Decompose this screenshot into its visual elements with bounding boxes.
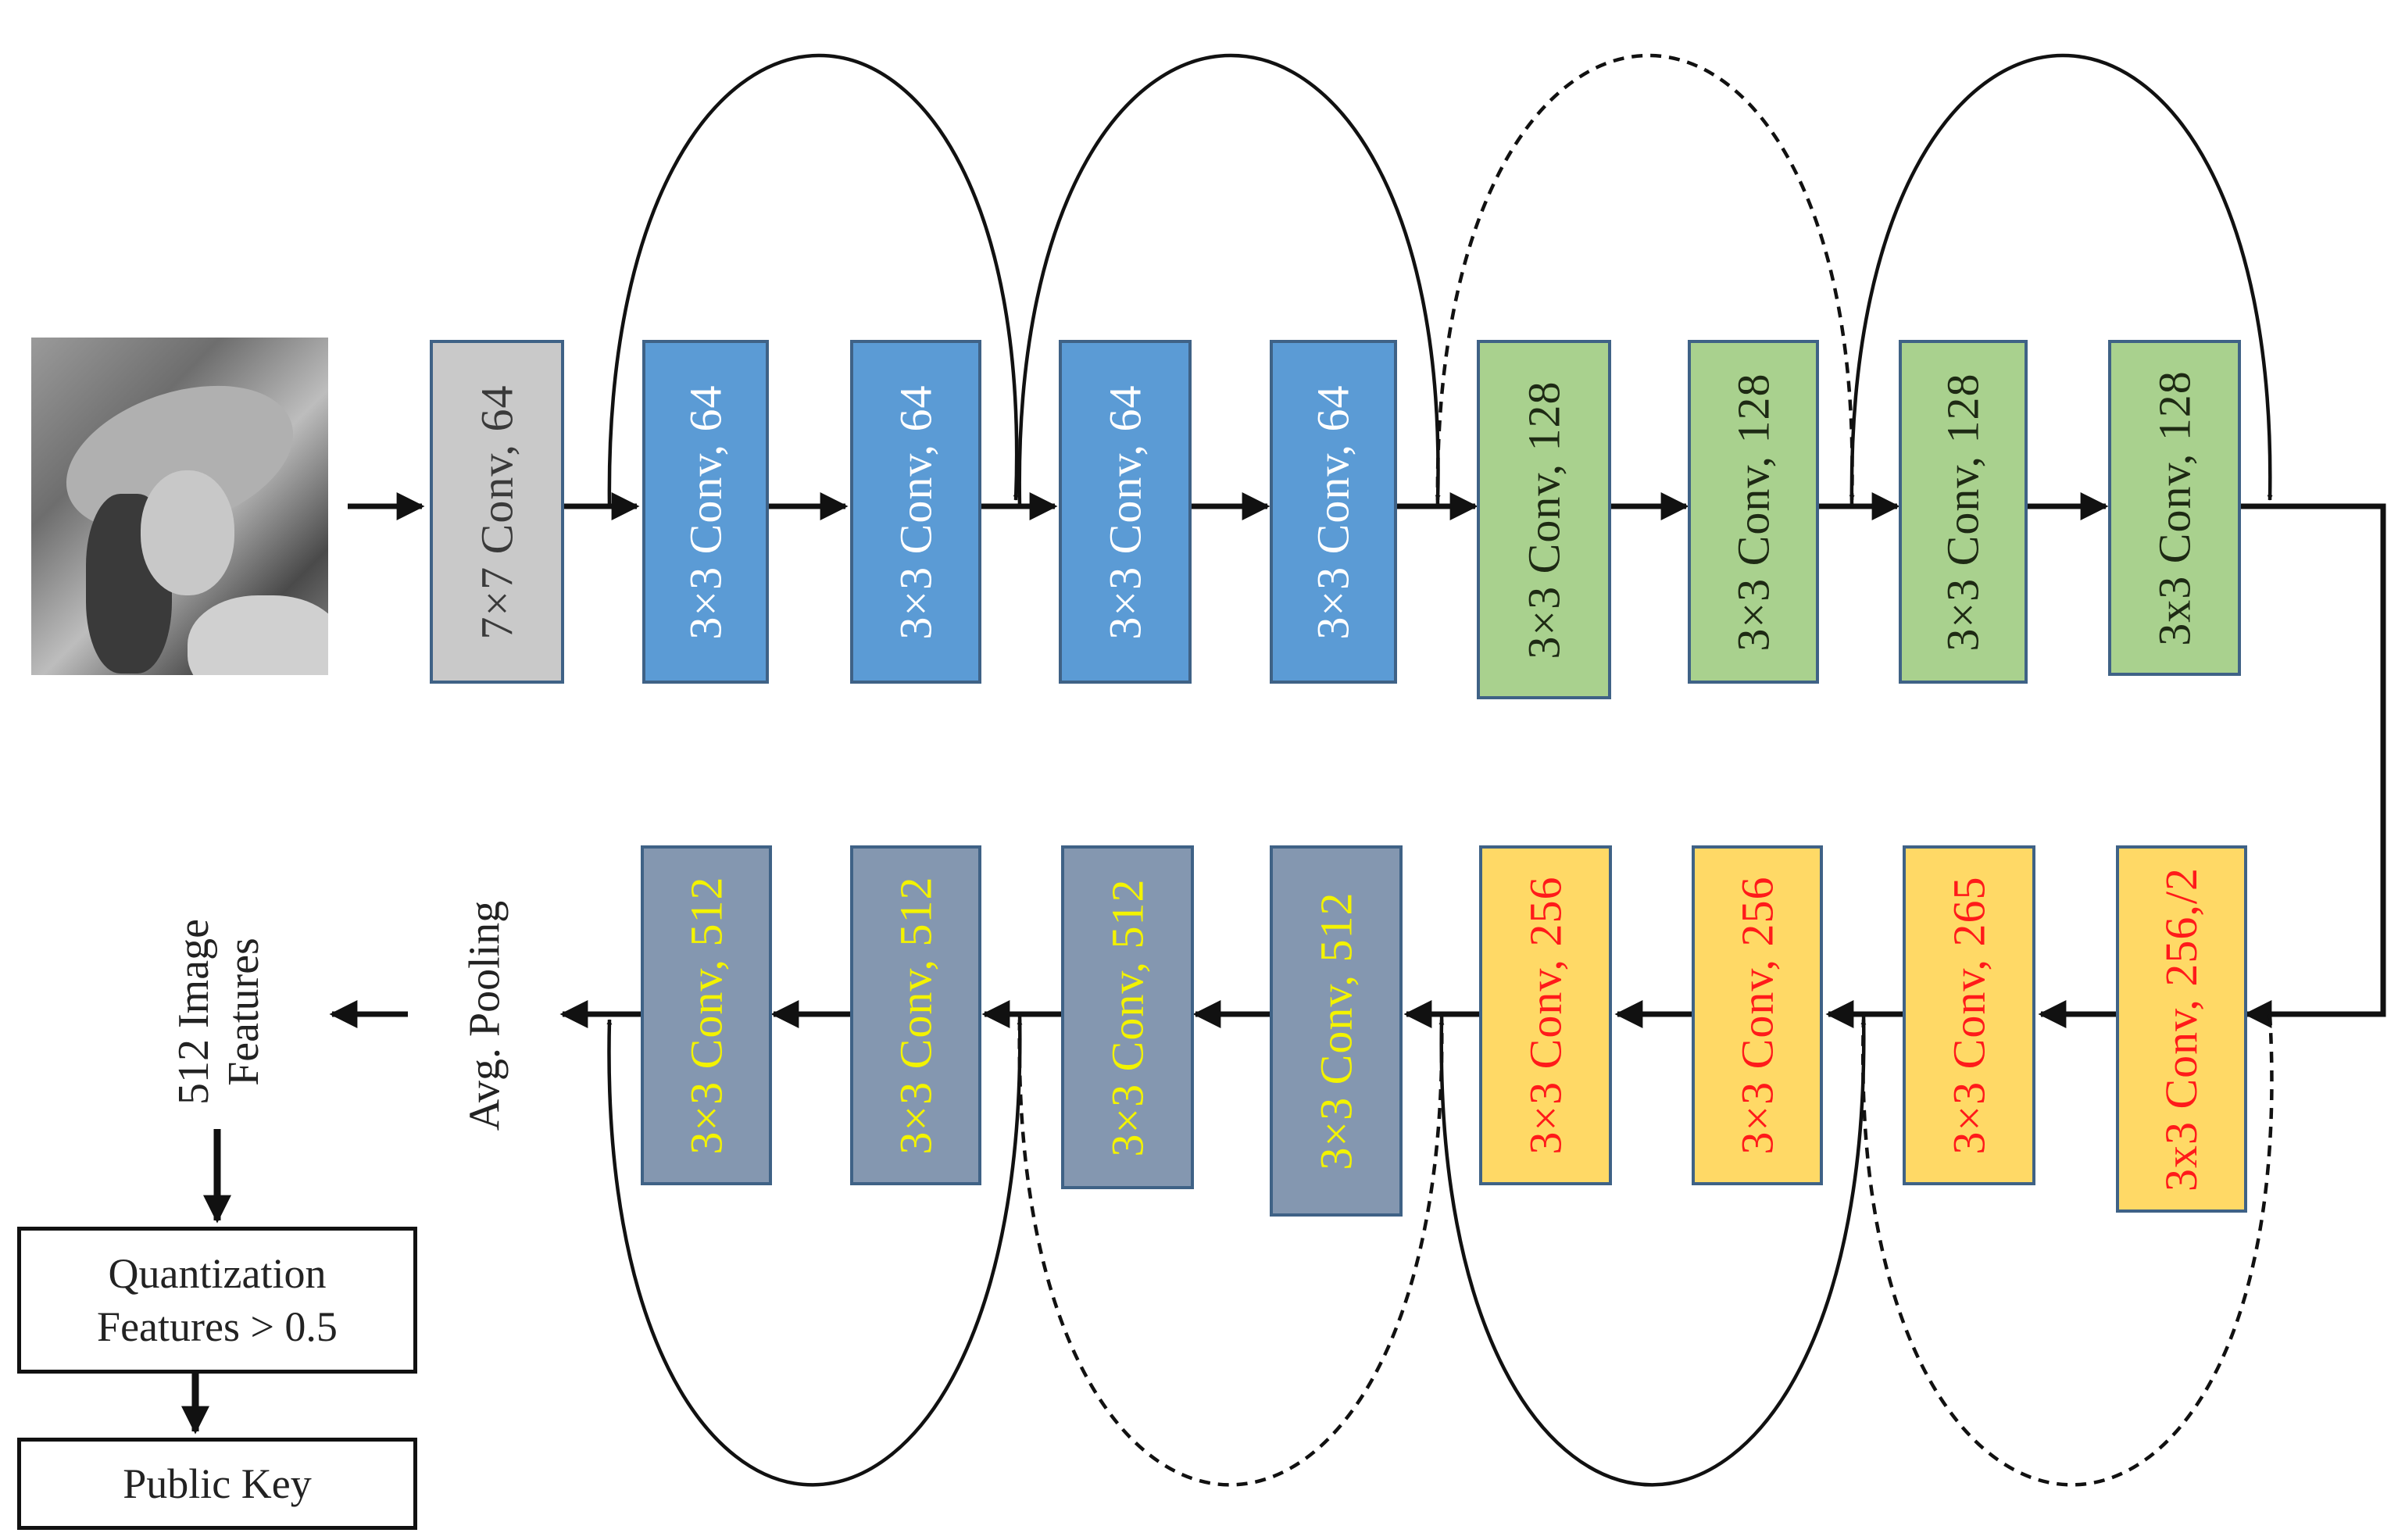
public-key-text: Public Key: [123, 1460, 312, 1507]
connector-top-to-bottom: [2241, 503, 2386, 1028]
conv-block-top-7: 3×3 Conv, 128: [1688, 340, 1819, 684]
skip-arc-bottom-1-dashed: [1860, 1013, 2274, 1487]
conv-label: 3×3 Conv, 64: [1099, 384, 1151, 640]
conv-label: 3x3 Conv, 256,/2: [2156, 866, 2207, 1192]
quantization-box: Quantization Features > 0.5: [17, 1227, 417, 1374]
conv-label: 3×3 Conv, 128: [1728, 372, 1779, 652]
conv-label: 7×7 Conv, 64: [471, 384, 523, 640]
conv-label: 3×3 Conv, 256: [1731, 876, 1783, 1155]
conv-label: 3×3 Conv, 512: [1102, 877, 1153, 1157]
skip-arc-bottom-4: [606, 1013, 1022, 1487]
conv-label: 3×3 Conv, 64: [680, 384, 731, 640]
quantization-line1: Quantization: [108, 1250, 327, 1297]
conv-block-top-4: 3×3 Conv, 64: [1059, 340, 1192, 684]
conv-block-top-3: 3×3 Conv, 64: [850, 340, 981, 684]
skip-arc-top-4: [1849, 53, 2273, 507]
conv-block-top-9: 3x3 Conv, 128: [2108, 340, 2241, 676]
quantization-line2: Features > 0.5: [97, 1303, 338, 1350]
conv-label: 3×3 Conv, 64: [890, 384, 942, 640]
conv-label: 3×3 Conv, 64: [1308, 384, 1360, 640]
features-line1: 512 Image: [170, 919, 219, 1105]
conv-block-bottom-8: 3×3 Conv, 512: [641, 845, 772, 1185]
conv-label: 3×3 Conv, 256: [1520, 876, 1571, 1155]
conv-block-bottom-4: 3×3 Conv, 256: [1479, 845, 1612, 1185]
input-image: [31, 338, 328, 675]
conv-block-bottom-6: 3×3 Conv, 512: [1061, 845, 1194, 1189]
conv-label: 3×3 Conv, 128: [1938, 372, 1989, 652]
photo-shoulder-shape: [188, 595, 328, 675]
public-key-box: Public Key: [17, 1438, 417, 1530]
features-line2: Features: [220, 938, 269, 1086]
conv-block-bottom-5: 3×3 Conv, 512: [1270, 845, 1403, 1217]
conv-block-bottom-3: 3×3 Conv, 256: [1692, 845, 1823, 1185]
conv-label: 3×3 Conv, 512: [1310, 891, 1362, 1170]
conv-block-top-8: 3×3 Conv, 128: [1899, 340, 2028, 684]
conv-block-bottom-1: 3x3 Conv, 256,/2: [2116, 845, 2247, 1213]
conv-label: 3×3 Conv, 512: [681, 876, 732, 1155]
conv-block-bottom-2: 3×3 Conv, 265: [1903, 845, 2035, 1185]
skip-arc-top-2: [1017, 53, 1441, 507]
conv-label: 3×3 Conv, 512: [890, 876, 942, 1155]
conv-block-top-5: 3×3 Conv, 64: [1270, 340, 1397, 684]
conv-block-top-2: 3×3 Conv, 64: [642, 340, 769, 684]
skip-arc-bottom-3-dashed: [1017, 1013, 1444, 1487]
avg-pooling-text: Avg. Pooling: [460, 900, 509, 1131]
photo-face-shape: [141, 470, 234, 595]
conv-block-bottom-7: 3×3 Conv, 512: [850, 845, 981, 1185]
skip-arc-top-1: [607, 53, 1019, 507]
conv-label: 3×3 Conv, 128: [1518, 380, 1570, 659]
conv-block-top-1: 7×7 Conv, 64: [430, 340, 564, 684]
conv-block-top-6: 3×3 Conv, 128: [1477, 340, 1611, 699]
skip-arc-bottom-2: [1438, 1013, 1866, 1487]
conv-label: 3x3 Conv, 128: [2149, 370, 2200, 646]
skip-arc-top-3-dashed: [1435, 53, 1855, 507]
conv-label: 3×3 Conv, 265: [1943, 876, 1995, 1155]
avg-pooling-label: Avg. Pooling: [438, 859, 531, 1172]
